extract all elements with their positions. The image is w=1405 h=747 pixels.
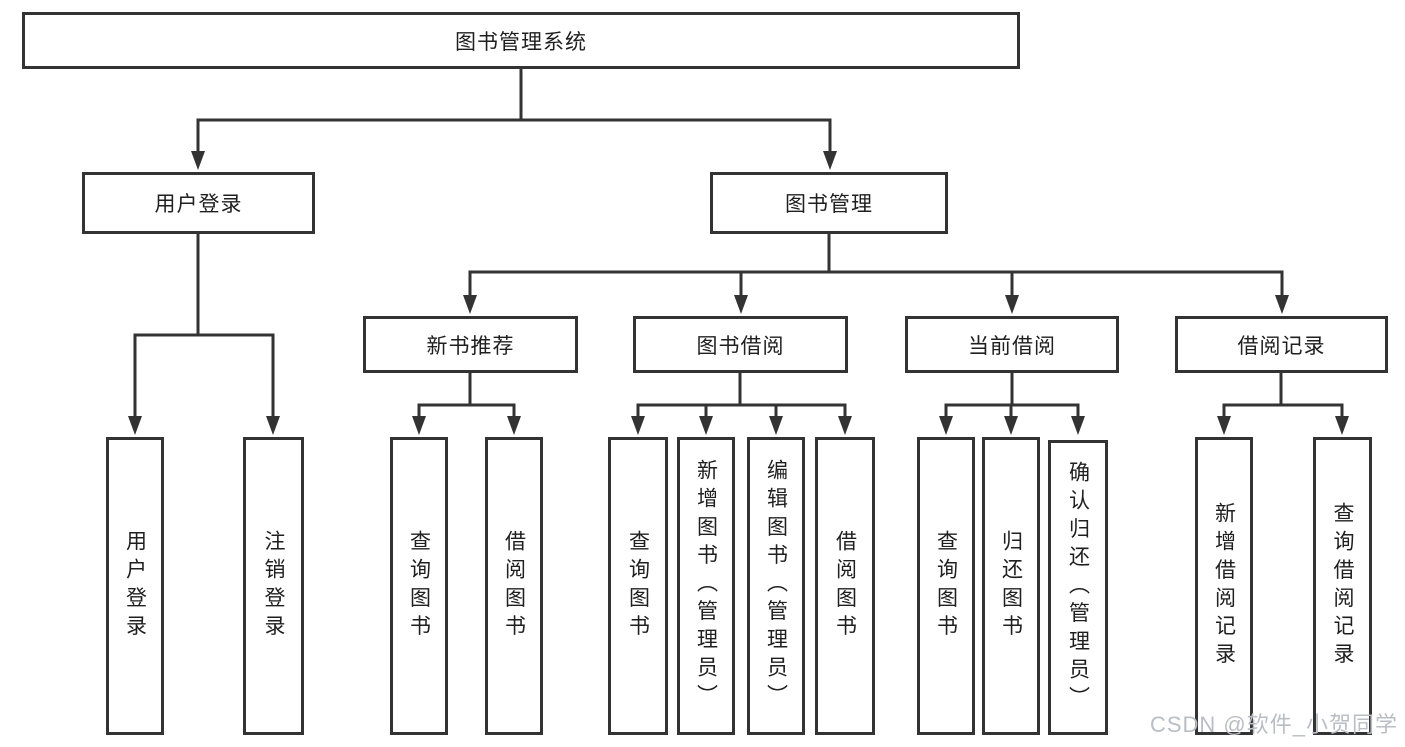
leaf-edit-books-admin-label: 编辑图书（管理员）	[764, 459, 788, 713]
leaf-borrow-books: 借阅图书	[815, 437, 875, 735]
leaf-confirm-return-admin-label: 确认归还（管理员）	[1066, 460, 1090, 715]
leaf-user-login: 用户登录	[106, 437, 164, 735]
leaf-query-books-recommend-label: 查询图书	[407, 529, 431, 643]
leaf-add-books-admin: 新增图书（管理员）	[677, 437, 735, 735]
leaf-borrow-books-recommend: 借阅图书	[485, 437, 543, 735]
leaf-query-borrow-record-label: 查询借阅记录	[1331, 501, 1354, 671]
leaf-query-borrow-record: 查询借阅记录	[1313, 437, 1372, 735]
node-new-book-recommend: 新书推荐	[363, 316, 578, 373]
leaf-user-login-label: 用户登录	[123, 529, 147, 643]
leaf-query-books-current: 查询图书	[917, 437, 975, 735]
leaf-return-books: 归还图书	[982, 437, 1040, 735]
leaf-return-books-label: 归还图书	[999, 529, 1023, 643]
leaf-borrow-books-label: 借阅图书	[833, 529, 857, 643]
leaf-query-books-borrow: 查询图书	[608, 437, 668, 735]
leaf-logout-label: 注销登录	[262, 529, 285, 643]
leaf-edit-books-admin: 编辑图书（管理员）	[747, 437, 805, 735]
leaf-add-borrow-record: 新增借阅记录	[1195, 437, 1253, 735]
leaf-query-books-borrow-label: 查询图书	[626, 529, 650, 643]
leaf-query-books-current-label: 查询图书	[934, 529, 958, 643]
node-current-borrow: 当前借阅	[905, 316, 1119, 373]
node-user-login: 用户登录	[82, 172, 315, 234]
leaf-borrow-books-recommend-label: 借阅图书	[502, 529, 526, 643]
node-library-management-system: 图书管理系统	[22, 12, 1020, 69]
csdn-watermark: CSDN @软件_小贺同学	[1149, 712, 1398, 737]
node-book-management: 图书管理	[710, 172, 948, 234]
leaf-query-books-recommend: 查询图书	[390, 437, 448, 735]
node-borrow-record: 借阅记录	[1175, 316, 1388, 373]
leaf-add-books-admin-label: 新增图书（管理员）	[694, 459, 718, 713]
leaf-confirm-return-admin: 确认归还（管理员）	[1048, 440, 1108, 735]
leaf-logout: 注销登录	[243, 437, 304, 735]
leaf-add-borrow-record-label: 新增借阅记录	[1212, 501, 1236, 671]
node-book-borrow: 图书借阅	[633, 316, 848, 373]
